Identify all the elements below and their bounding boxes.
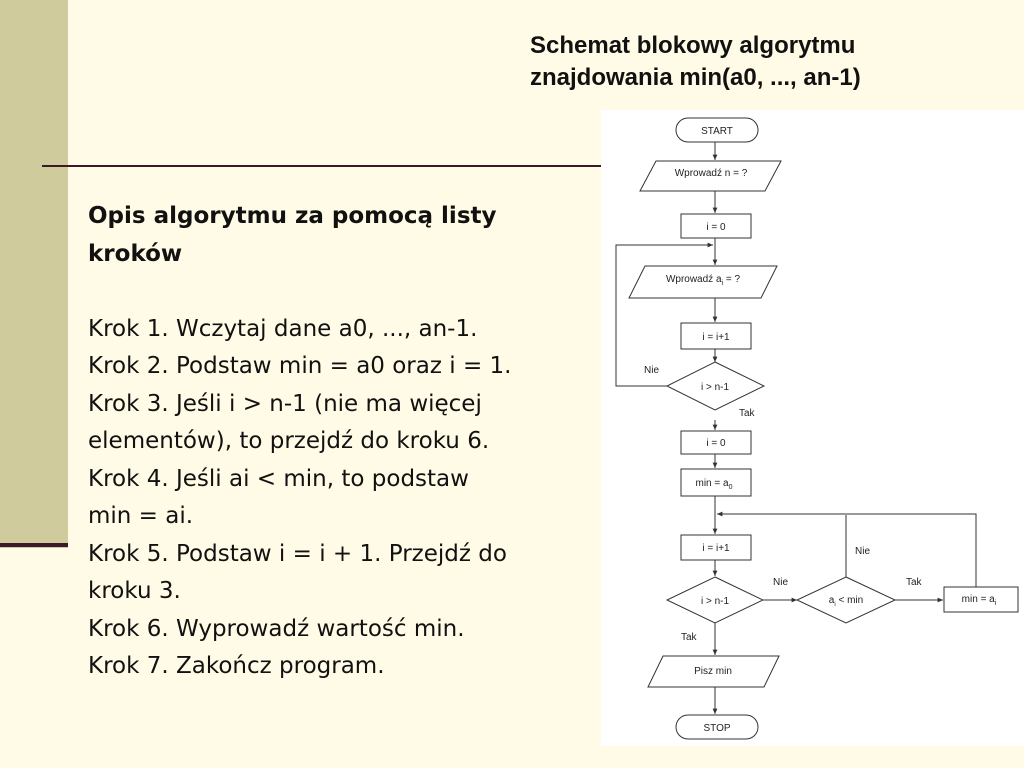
assign-min-box: min = ai [943, 586, 1019, 613]
step-line: Krok 4. Jeśli ai < min, to podstaw [88, 465, 469, 492]
min-init-label: min = a0 [696, 478, 733, 491]
step-line: Krok 7. Zakończ program. [88, 653, 385, 679]
algorithm-description: Opis algorytmu za pomocą listy kroków Kr… [88, 198, 603, 686]
stop-terminal: STOP [675, 714, 759, 740]
min-init-box: min = a0 [680, 468, 752, 497]
input-ai-label: Wprowadź ai = ? [666, 274, 741, 287]
step-line: elementów), to przejdź do kroku 6. [88, 428, 490, 454]
slide-title-line2: znajdowania min(a0, ..., an-1) [530, 64, 861, 91]
input-ai-subscript: i [722, 280, 724, 287]
branch-label-nie: Nie [644, 365, 659, 376]
header-divider [42, 165, 602, 167]
step-line: Krok 5. Podstaw i = i + 1. Przejdź do [88, 540, 507, 567]
condition-diamond-2: i > n-1 [665, 576, 765, 624]
description-heading-line2: kroków [88, 240, 183, 267]
condition-diamond-1: i > n-1 [665, 361, 766, 411]
assign-min-subscript: i [995, 600, 997, 607]
left-decor-band [0, 0, 68, 548]
description-heading-line1: Opis algorytmu za pomocą listy [88, 203, 497, 229]
increment-i-2-label: i = i+1 [702, 543, 730, 554]
input-ai-suffix: = ? [723, 274, 740, 285]
assign-min-prefix: min = a [962, 594, 996, 605]
input-ai-prefix: Wprowadź a [666, 274, 722, 285]
increment-i-label: i = i+1 [702, 332, 730, 343]
step-line: Krok 6. Wyprowadź wartość min. [88, 615, 465, 642]
branch-label-tak: Tak [906, 577, 923, 588]
spacer [88, 273, 603, 311]
branch-label-nie: Nie [773, 577, 788, 588]
reset-i-box: i = 0 [680, 430, 752, 455]
loop-back-arrow [615, 242, 713, 387]
increment-i-box-2: i = i+1 [680, 534, 752, 561]
branch-label-nie: Nie [855, 546, 870, 557]
condition-3-suffix: < min [836, 595, 864, 606]
condition-1-label: i > n-1 [701, 382, 730, 393]
input-n-parallelogram: Wprowadź n = ? [639, 160, 782, 192]
assign-min-label: min = ai [962, 594, 997, 607]
reset-i-label: i = 0 [706, 438, 726, 449]
step-line: min = ai. [88, 503, 194, 529]
input-ai-parallelogram: Wprowadź ai = ? [628, 265, 778, 299]
step-line: Krok 1. Wczytaj dane a0, ..., an-1. [88, 315, 478, 342]
init-i-box: i = 0 [680, 213, 752, 239]
slide-title-line1: Schemat blokowy algorytmu [530, 32, 856, 59]
output-parallelogram: Pisz min [647, 655, 780, 688]
start-terminal: START [675, 117, 759, 143]
branch-label-tak: Tak [681, 632, 698, 643]
increment-i-box: i = i+1 [680, 322, 752, 350]
condition-diamond-3: ai < min [795, 576, 897, 624]
condition-2-label: i > n-1 [701, 596, 730, 607]
branch-label-tak: Tak [739, 408, 756, 419]
condition-3-label: ai < min [829, 595, 863, 608]
min-init-prefix: min = a [696, 478, 730, 489]
left-band-rule [0, 543, 68, 547]
output-label: Pisz min [694, 666, 732, 677]
min-init-subscript: 0 [729, 484, 733, 491]
init-i-label: i = 0 [706, 222, 726, 233]
condition-3-prefix: a [829, 595, 835, 606]
loop-back-arrow [717, 511, 977, 589]
flowchart-diagram: START Wprowadź n = ? i = 0 Wprowadź ai =… [601, 110, 1024, 746]
step-line: Krok 2. Podstaw min = a0 oraz i = 1. [88, 353, 512, 379]
input-n-label: Wprowadź n = ? [675, 168, 748, 179]
start-label: START [701, 126, 733, 137]
condition-3-subscript: i [834, 602, 835, 608]
slide-title: Schemat blokowy algorytmu znajdowania mi… [530, 30, 1000, 94]
step-line: Krok 3. Jeśli i > n-1 (nie ma więcej [88, 390, 482, 417]
stop-label: STOP [703, 723, 730, 734]
step-line: kroku 3. [88, 578, 181, 604]
